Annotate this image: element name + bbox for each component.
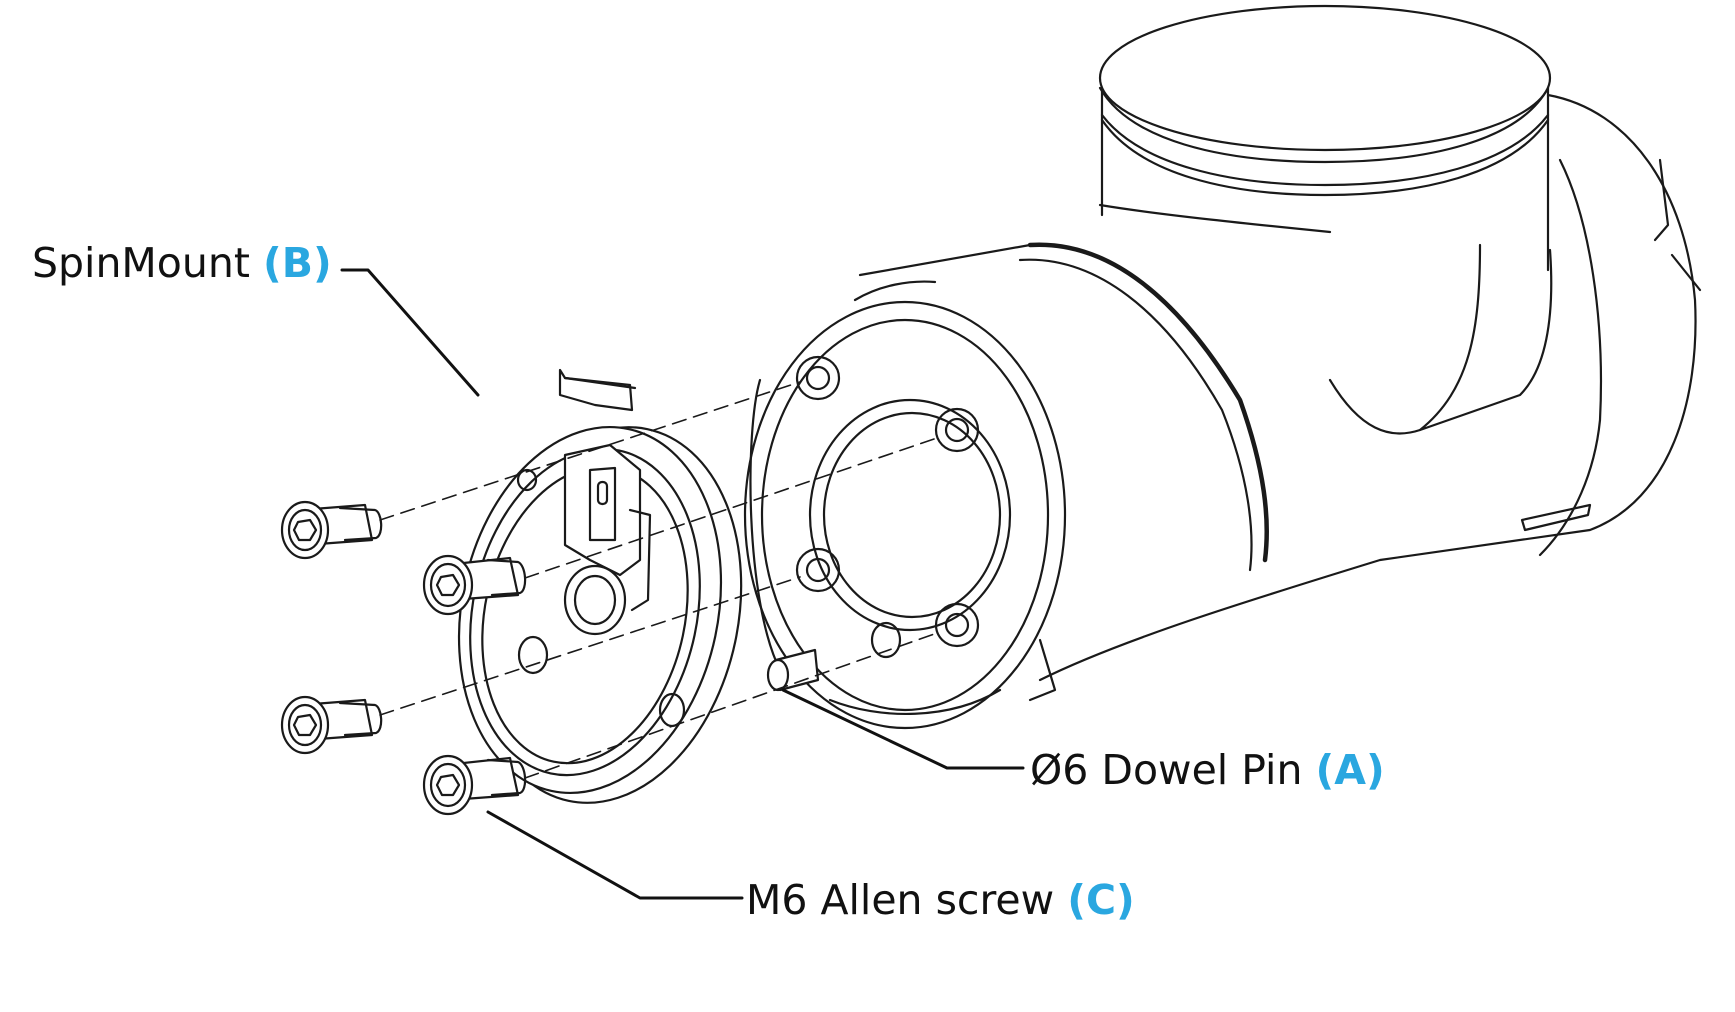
label-screw-code: (C) xyxy=(1067,876,1135,924)
label-screw: M6 Allen screw (C) xyxy=(746,880,1135,921)
allen-screw-icon xyxy=(280,500,527,816)
label-dowel-name: Ø6 Dowel Pin xyxy=(1030,746,1303,794)
alignment-lines xyxy=(379,381,941,779)
leader-dowel xyxy=(781,688,1025,770)
dowel-pin-icon xyxy=(766,648,820,692)
label-spinmount-name: SpinMount xyxy=(32,239,250,287)
label-dowel: Ø6 Dowel Pin (A) xyxy=(1030,750,1385,791)
robot-joint-icon xyxy=(743,4,1702,730)
leader-lines xyxy=(340,268,1025,900)
spinmount-ring-icon xyxy=(457,368,743,804)
label-dowel-code: (A) xyxy=(1315,746,1385,794)
label-screw-name: M6 Allen screw xyxy=(746,876,1055,924)
leader-screw xyxy=(486,810,744,900)
face-bolt-holes xyxy=(795,355,980,659)
label-spinmount: SpinMount (B) xyxy=(32,243,332,284)
label-spinmount-code: (B) xyxy=(262,239,332,287)
leader-spinmount xyxy=(340,268,480,397)
